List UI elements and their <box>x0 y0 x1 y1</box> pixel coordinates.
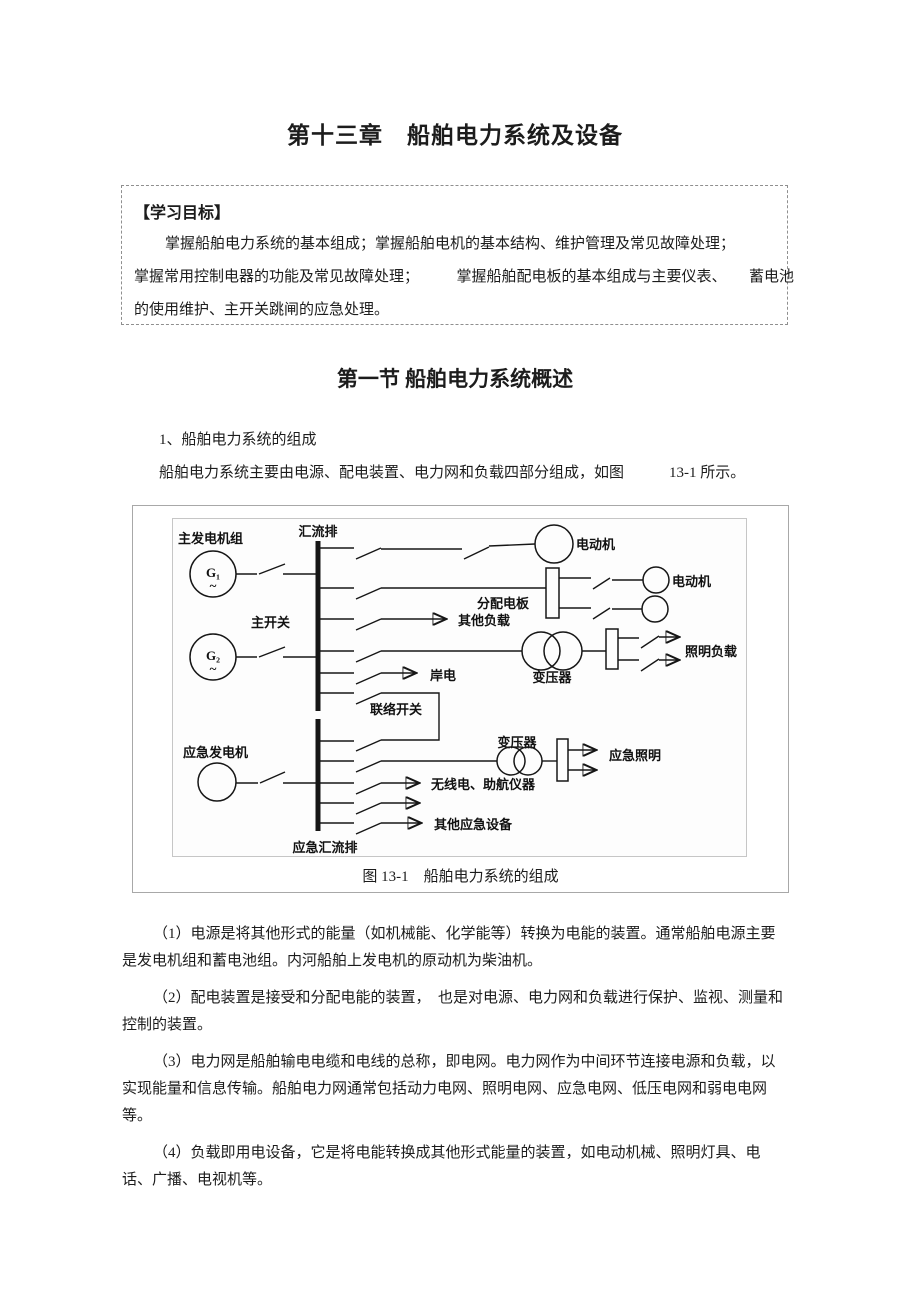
branch-other-loads: 其他负载 <box>318 613 510 631</box>
paragraph-2: （2）配电装置是接受和分配电能的装置， 也是对电源、电力网和负载进行保护、监视、… <box>122 990 784 1033</box>
objectives-line: 掌握常用控制电器的功能及常见故障处理； 掌握船舶配电板的基本组成与主要仪表、 蓄… <box>134 269 795 285</box>
tie-switch: 联络开关 <box>318 692 440 752</box>
ship-power-system-diagram: 汇流排 主发电机组 G₁ ~ 主开关 G₂ ~ <box>178 524 737 855</box>
chapter-title: 第十三章 船舶电力系统及设备 <box>287 123 623 148</box>
branch-emergency-lighting: 变压器 应急照明 <box>318 735 661 782</box>
learning-objectives-box: 【学习目标】 掌握船舶电力系统的基本组成；掌握船舶电机的基本结构、维护管理及常见… <box>121 185 795 325</box>
branch-other-emergency: 其他应急设备 <box>318 817 513 835</box>
lighting-load-label: 照明负载 <box>685 644 737 659</box>
objectives-heading: 【学习目标】 <box>134 205 231 222</box>
emergency-generator: 应急发电机 <box>183 745 316 802</box>
figure-13-1-diagram: 汇流排 主发电机组 G₁ ~ 主开关 G₂ ~ <box>172 518 747 857</box>
transformer-main-label: 变压器 <box>532 670 572 685</box>
radio-nav-label: 无线电、助航仪器 <box>430 777 536 792</box>
motor-top-label: 电动机 <box>576 537 615 552</box>
g2-ac-symbol: ~ <box>210 661 217 676</box>
g2-label: G₂ <box>206 648 220 663</box>
emergency-busbar-label: 应急汇流排 <box>292 840 357 855</box>
body-paragraphs: （1）电源是将其他形式的能量（如机械能、化学能等）转换为电能的装置。通常船舶电源… <box>122 921 788 1204</box>
other-loads-label: 其他负载 <box>458 613 510 628</box>
g1-ac-symbol: ~ <box>210 578 217 593</box>
branch-shore-power: 岸电 <box>318 668 456 685</box>
g1-label: G₁ <box>206 565 220 580</box>
generator-g1: 主发电机组 G₁ ~ <box>178 531 316 598</box>
shore-power-label: 岸电 <box>430 668 456 683</box>
generator-g2: 主开关 G₂ ~ <box>189 615 316 681</box>
main-switch-label: 主开关 <box>251 615 290 630</box>
branch-radio-nav: 无线电、助航仪器 <box>318 777 536 795</box>
motor-mid-label: 电动机 <box>672 574 711 589</box>
branch-distribution-board: 分配电板 电动机 <box>318 566 711 623</box>
objectives-line: 掌握船舶电力系统的基本组成；掌握船舶电机的基本结构、维护管理及常见故障处理； <box>165 236 736 252</box>
main-gen-group-label: 主发电机组 <box>178 531 243 546</box>
paragraph-3: （3）电力网是船舶输电电缆和电线的总称，即电网。电力网作为中间环节连接电源和负载… <box>122 1054 776 1124</box>
branch-motor-top: 电动机 <box>318 524 615 564</box>
branch-lighting: 变压器 照明负载 <box>318 628 737 685</box>
emergency-busbar: 应急汇流排 <box>292 719 358 855</box>
main-busbar: 汇流排 <box>298 524 338 711</box>
figure-13-1-frame: 汇流排 主发电机组 G₁ ~ 主开关 G₂ ~ <box>132 505 789 893</box>
dist-board-label: 分配电板 <box>477 596 530 611</box>
main-busbar-label: 汇流排 <box>298 524 337 539</box>
branch-emergency-unlabeled <box>318 803 418 815</box>
emergency-gen-label: 应急发电机 <box>183 745 248 760</box>
emergency-lighting-label: 应急照明 <box>609 748 661 763</box>
sub-heading-1: 1、船舶电力系统的组成 <box>159 432 317 448</box>
paragraph-4: （4）负载即用电设备，它是将电能转换成其他形式能量的装置，如电动机械、照明灯具、… <box>122 1145 761 1188</box>
intro-line: 船舶电力系统主要由电源、配电装置、电力网和负载四部分组成，如图 13-1 所示。 <box>159 465 746 481</box>
transformer-emerg-label: 变压器 <box>497 735 537 750</box>
other-emergency-label: 其他应急设备 <box>434 817 513 832</box>
figure-caption: 图 13-1 船舶电力系统的组成 <box>362 869 559 885</box>
tie-switch-label: 联络开关 <box>370 702 422 717</box>
section-title: 第一节 船舶电力系统概述 <box>336 367 574 391</box>
objectives-line: 的使用维护、主开关跳闸的应急处理。 <box>134 302 390 318</box>
paragraph-1: （1）电源是将其他形式的能量（如机械能、化学能等）转换为电能的装置。通常船舶电源… <box>122 926 776 969</box>
